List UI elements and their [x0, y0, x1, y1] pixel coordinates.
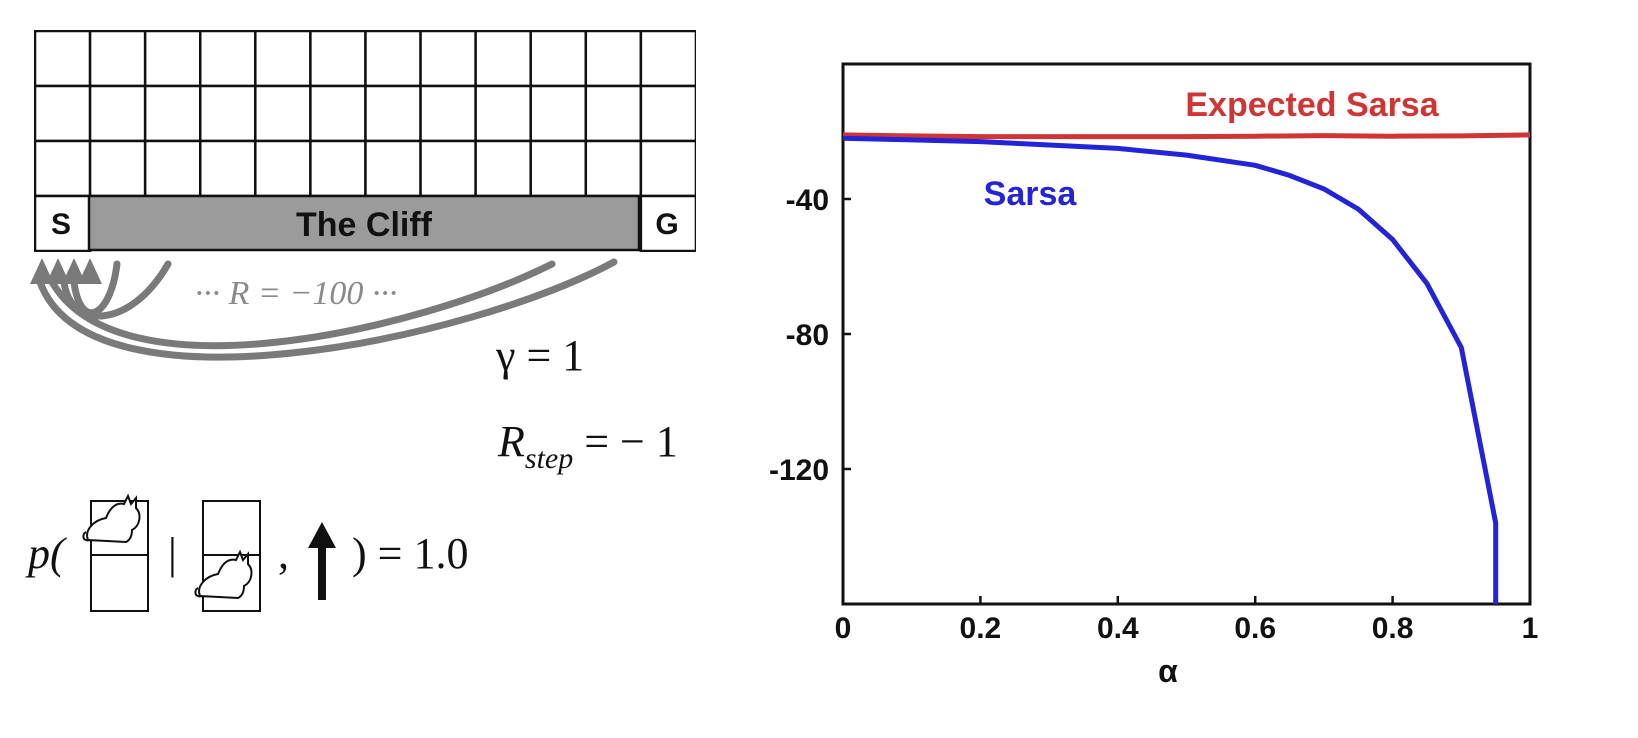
x-tick-label: 0.2 [960, 612, 1002, 645]
arrowhead-icon [46, 258, 70, 284]
step-reward-equation: Rstep = − 1 [498, 416, 678, 475]
grid-cell [364, 139, 422, 198]
series-label-sarsa: Sarsa [984, 175, 1078, 213]
x-tick-label: 0.4 [1097, 612, 1139, 645]
arrowhead-icon [78, 258, 102, 284]
return-arrow [70, 260, 121, 317]
up-arrow-icon [308, 522, 336, 600]
cat-icon [82, 493, 141, 544]
grid-cell [639, 139, 696, 198]
x-tick-label: 0 [835, 612, 852, 645]
r-symbol: R [498, 417, 525, 466]
y-axis-ticks: -40 -80 -120 [769, 184, 851, 487]
prob-bar: | [168, 529, 177, 578]
grid-cell [143, 139, 202, 198]
x-tick-label: 0.6 [1234, 612, 1276, 645]
grid-cell [584, 84, 643, 143]
plot-frame [841, 62, 1532, 606]
grid-cell [529, 30, 588, 88]
prob-close: ) = 1.0 [352, 529, 469, 578]
gamma-equation: γ = 1 [496, 330, 584, 381]
x-tick-label: 1 [1522, 612, 1539, 645]
grid-cell [254, 84, 312, 143]
next-state-cells [82, 493, 149, 612]
prob-open: p( [28, 529, 65, 578]
gamma-text: γ = 1 [496, 331, 585, 380]
grid-cell [88, 84, 147, 143]
return-arrow [48, 260, 556, 350]
cliff-label: The Cliff [296, 206, 433, 244]
y-tick-label: -40 [786, 184, 829, 217]
arrowhead-icon [30, 258, 54, 284]
return-arrow [36, 258, 618, 361]
start-label: S [51, 208, 71, 241]
current-state-cells [194, 500, 261, 612]
grid-cell [419, 84, 477, 143]
grid-cell [34, 194, 92, 252]
transition-probability: p( | , ) = 1.0 [28, 493, 548, 648]
return-arrow [60, 260, 172, 320]
x-axis-ticks: 0 0.2 0.4 0.6 0.8 1 [835, 596, 1539, 645]
cliff-region [87, 194, 641, 252]
grid-cell [254, 139, 312, 198]
step-reward-value: = − 1 [573, 417, 678, 466]
y-tick-label: -80 [786, 319, 829, 352]
goal-label: G [655, 208, 678, 241]
series-line-expected-sarsa [842, 132, 1531, 140]
cliff-gridworld: The Cliff S G [34, 30, 696, 252]
grid-cells [34, 30, 696, 252]
prob-comma: , [278, 529, 289, 578]
cat-icon [194, 549, 253, 600]
x-tick-label: 0.8 [1372, 612, 1414, 645]
grid-cell [639, 194, 696, 252]
x-axis-label: α [1158, 653, 1178, 689]
cliff-return-arrows: ··· R = −100 ··· [30, 258, 618, 361]
series-line-sarsa [842, 135, 1499, 604]
grid-cell [639, 84, 696, 143]
grid-cell [419, 30, 477, 88]
arrowhead-icon [62, 258, 86, 284]
y-tick-label: -120 [769, 454, 829, 487]
step-subscript: step [524, 442, 574, 475]
series-label-expected-sarsa: Expected Sarsa [1185, 86, 1439, 124]
grid-cell [198, 84, 257, 143]
grid-cell [364, 84, 422, 143]
grid-cell [639, 30, 696, 88]
series-lines [842, 132, 1531, 604]
cliff-reward-label: ··· R = −100 ··· [195, 275, 398, 312]
